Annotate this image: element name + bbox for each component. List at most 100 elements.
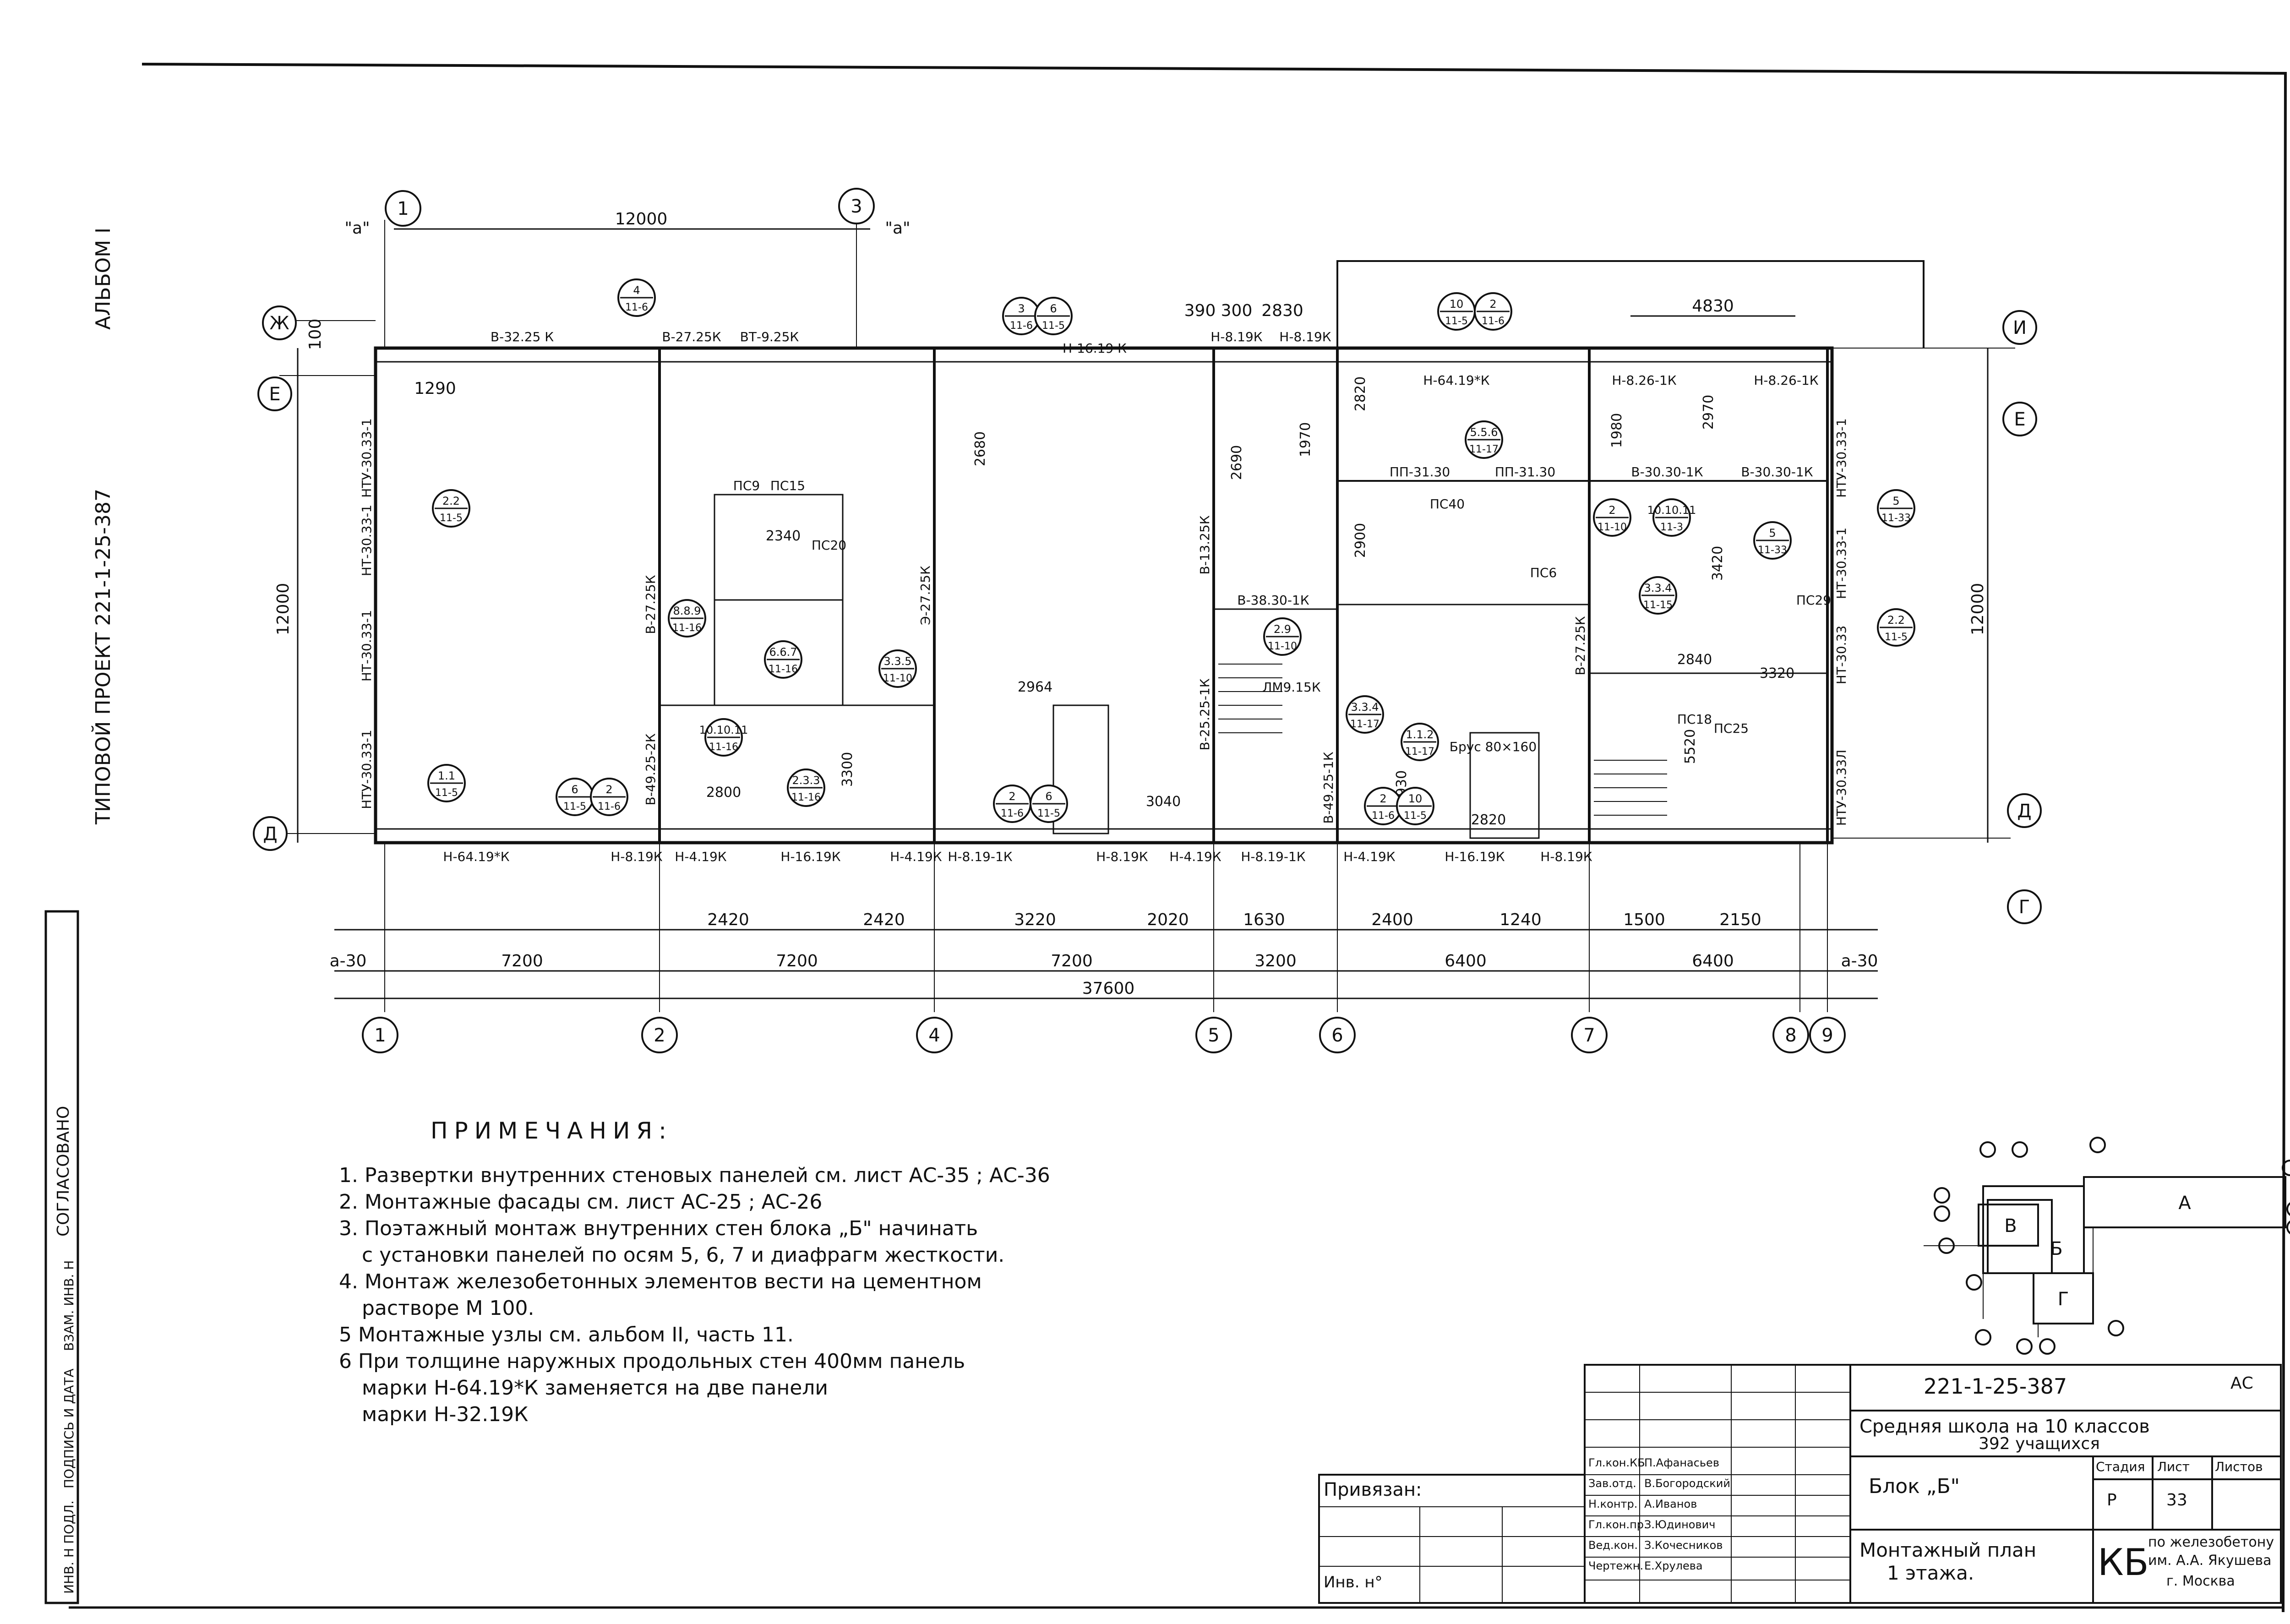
callout-bottom: 11-33: [1881, 512, 1911, 524]
panel-bottom-11: Н-16.19К: [1445, 849, 1505, 864]
panel-bottom-10: Н-4.19К: [1343, 849, 1396, 864]
axis-4: 4: [928, 1025, 940, 1046]
panel-bottom-1: Н-64.19*К: [443, 849, 509, 864]
node-callout: 6.6.711-16: [764, 640, 802, 679]
margin-label-inv: ИНВ. Н ПОДЛ.: [61, 1500, 76, 1594]
tb-org-mark: КБ: [2098, 1541, 2149, 1584]
tb-signer-name-6: Е.Хрулева: [1644, 1559, 1703, 1572]
callout-bottom: 11-10: [1598, 522, 1627, 533]
callout-bottom: 11-5: [1404, 810, 1427, 822]
callout-bottom: 11-6: [1372, 810, 1395, 822]
tb-signer-role-3: Н.контр.: [1588, 1498, 1638, 1510]
key-block-b: Б: [2050, 1238, 2062, 1259]
dim-left-mark-1: 100: [306, 319, 325, 350]
node-callout: 511-33: [1877, 489, 1915, 528]
callout-bottom: 11-16: [709, 741, 738, 753]
tb-bound-label: Привязан:: [1324, 1479, 1422, 1500]
dim-sub-6: 2400: [1371, 910, 1413, 929]
dim-total: 37600: [1082, 979, 1135, 998]
panel-top-2: В-27.25К: [662, 329, 721, 344]
callout-bottom: 11-16: [791, 792, 821, 803]
panel-right-2: НТ-30.33-1: [1834, 528, 1849, 599]
node-callout: 611-5: [556, 778, 594, 816]
panel-labels: Н-64.19*К Н-8.19К Н-4.19К Н-16.19К Н-4.1…: [359, 329, 1849, 864]
dim-edge-left: а-30: [330, 952, 367, 970]
room-dim-2: 2800: [706, 785, 741, 801]
dim-top-right-4: 390: [1184, 301, 1216, 320]
callout-top: 2: [1009, 790, 1015, 803]
panel-right-4: НТУ-30.33Л: [1834, 750, 1849, 826]
beam-label: Брус 80×160: [1450, 739, 1537, 754]
panel-int-7: ПП-31.30: [1495, 464, 1555, 480]
dim-edge-right: а-30: [1841, 952, 1878, 970]
callout-top: 2: [605, 783, 612, 796]
tb-signer-role-2: Зав.отд.: [1588, 1477, 1636, 1490]
node-callout: 3.3.411-17: [1346, 695, 1384, 734]
panel-int-8: В-30.30-1К: [1631, 464, 1703, 480]
axis-7: 7: [1583, 1025, 1595, 1046]
panel-top-1: В-32.25 К: [491, 329, 554, 344]
panel-top-6: Н-8.19К: [1279, 329, 1331, 344]
dim-top-right-1: 4830: [1692, 297, 1734, 316]
note-2: 2. Монтажные фасады см. лист АС-25 ; АС-…: [339, 1190, 823, 1214]
room-dim-6: 5520: [1682, 729, 1698, 764]
node-callout: 2.211-5: [432, 489, 470, 528]
key-plan: [1924, 1137, 2290, 1355]
node-callout: 511-33: [1753, 521, 1792, 560]
room-dim-5: 3320: [1760, 665, 1794, 681]
callout-top: 2.9: [1274, 623, 1291, 636]
album-label: АЛЬБОМ I: [92, 228, 115, 330]
margin-label-replace: ВЗАМ. ИНВ. Н: [61, 1260, 76, 1351]
room-dim-18: 2970: [1701, 395, 1717, 430]
dim-top-right-2: 2830: [1261, 301, 1303, 320]
tb-sheet-mark: АС: [2230, 1374, 2253, 1393]
node-callout: 2 11-6: [1364, 787, 1402, 825]
tb-sheet-label: Лист: [2157, 1459, 2190, 1474]
node-callout: 2.911-10: [1263, 617, 1302, 656]
section-mark-a-left: "а": [344, 219, 370, 238]
key-block-a: А: [2178, 1193, 2191, 1214]
panel-top-3: ВТ-9.25К: [740, 329, 799, 344]
panel-left-1: НТУ-30.33-1: [359, 418, 374, 497]
panel-int-12: В-25.25-1К: [1197, 678, 1212, 750]
dim-left-span: 12000: [274, 583, 293, 636]
callout-top: 2: [1379, 792, 1386, 805]
slab-6: ПС18: [1677, 712, 1712, 727]
project-label: ТИПОВОЙ ПРОЕКТ 221-1-25-387: [91, 489, 115, 825]
dim-sub-7: 1240: [1499, 910, 1542, 929]
callout-top: 3: [1018, 302, 1025, 315]
tb-signer-name-4: З.Юдинович: [1644, 1518, 1716, 1531]
callout-bottom: 11-6: [1010, 320, 1033, 332]
dim-bay-3: 7200: [1051, 952, 1093, 970]
axis-1: 1: [374, 1025, 386, 1046]
node-callout: 1.1.211-17: [1401, 723, 1439, 761]
panel-int-5: В-38.30-1К: [1237, 593, 1309, 608]
panel-int-2: В-49.25-2К: [643, 733, 658, 805]
slab-3: ПС20: [812, 538, 846, 553]
note-6-cont2: марки Н-32.19К: [362, 1403, 529, 1426]
node-callout: 1.111-5: [427, 764, 466, 802]
margin-label-sign: ПОДПИСЬ И ДАТА: [61, 1368, 76, 1488]
room-dim-1: 2340: [766, 528, 801, 544]
axis-8: 8: [1785, 1025, 1796, 1046]
axis-bubbles: [253, 188, 2042, 1053]
axis-top-1: 1: [397, 198, 409, 219]
room-dim-15: 1970: [1298, 422, 1314, 457]
callout-bottom: 11-5: [1042, 320, 1065, 332]
callout-top: 10: [1450, 298, 1464, 311]
dim-left-mark-2: 1290: [414, 379, 456, 398]
room-dim-12: 2820: [1352, 376, 1369, 411]
panel-bottom-4: Н-16.19К: [780, 849, 840, 864]
panel-int-10: В-27.25К: [1573, 616, 1588, 675]
callout-bottom: 11-5: [1037, 808, 1060, 819]
room-dim-10: 2964: [1018, 679, 1052, 695]
tb-signer-name-1: П.Афанасьев: [1644, 1456, 1719, 1469]
key-plan-labels: А В Б Г: [2004, 1193, 2191, 1310]
panel-right-1: НТУ-30.33-1: [1834, 418, 1849, 497]
axis-6: 6: [1331, 1025, 1343, 1046]
panel-bottom-9: Н-8.19-1К: [1241, 849, 1305, 864]
tb-org-1: по железобетону: [2148, 1534, 2274, 1550]
slab-7: ПС40: [1430, 496, 1465, 512]
